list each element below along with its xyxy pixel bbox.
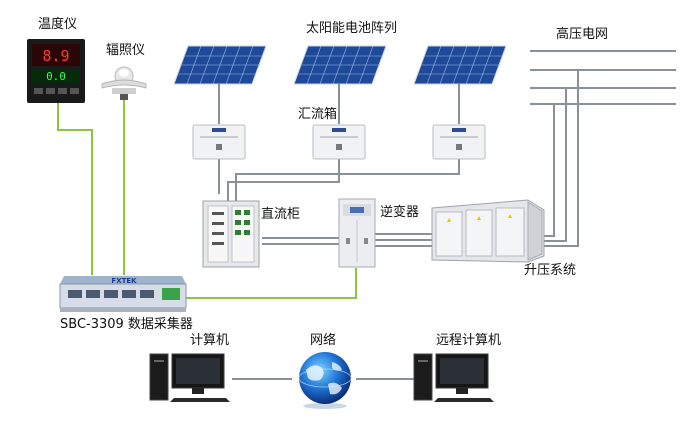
solar-panel-2	[292, 44, 388, 94]
inverter-to-collector-link	[185, 268, 357, 299]
irradiance-meter	[98, 60, 150, 100]
temp-display-top: 8.9	[42, 47, 69, 65]
power-lines	[218, 50, 676, 380]
data-links	[57, 96, 357, 299]
remote-computer	[412, 352, 498, 404]
grid-label: 高压电网	[556, 27, 609, 42]
solar-array-label: 太阳能电池阵列	[306, 21, 398, 36]
temp-display-bottom: 0.0	[46, 70, 66, 83]
solar-panel-3	[412, 44, 508, 94]
inverter	[338, 198, 376, 268]
combiner-box-3	[432, 124, 486, 160]
boost-system-label: 升压系统	[524, 263, 577, 278]
temperature-meter-label: 温度仪	[38, 17, 78, 32]
collector-brand: FXTEK	[111, 277, 137, 285]
network-globe-icon	[292, 350, 358, 410]
combiner-box-label: 汇流箱	[298, 107, 338, 122]
combiner-box-1	[192, 124, 246, 160]
combiner-box-2	[312, 124, 366, 160]
boost-system	[430, 198, 546, 264]
data-collector-label: SBC-3309 数据采集器	[60, 317, 193, 332]
inverter-label: 逆变器	[380, 205, 420, 220]
computer-label: 计算机	[190, 333, 230, 348]
dc-cabinet-label: 直流柜	[261, 207, 301, 222]
remote-computer-label: 远程计算机	[436, 333, 502, 348]
computer	[148, 352, 234, 404]
temp-to-collector-link	[57, 103, 93, 275]
solar-panel-1	[172, 44, 268, 94]
temperature-meter: 8.9 0.0	[26, 38, 86, 104]
irradiance-meter-label: 辐照仪	[106, 43, 146, 58]
dc-cabinet	[202, 200, 260, 268]
network-label: 网络	[310, 333, 337, 348]
data-collector: FXTEK	[58, 272, 188, 316]
